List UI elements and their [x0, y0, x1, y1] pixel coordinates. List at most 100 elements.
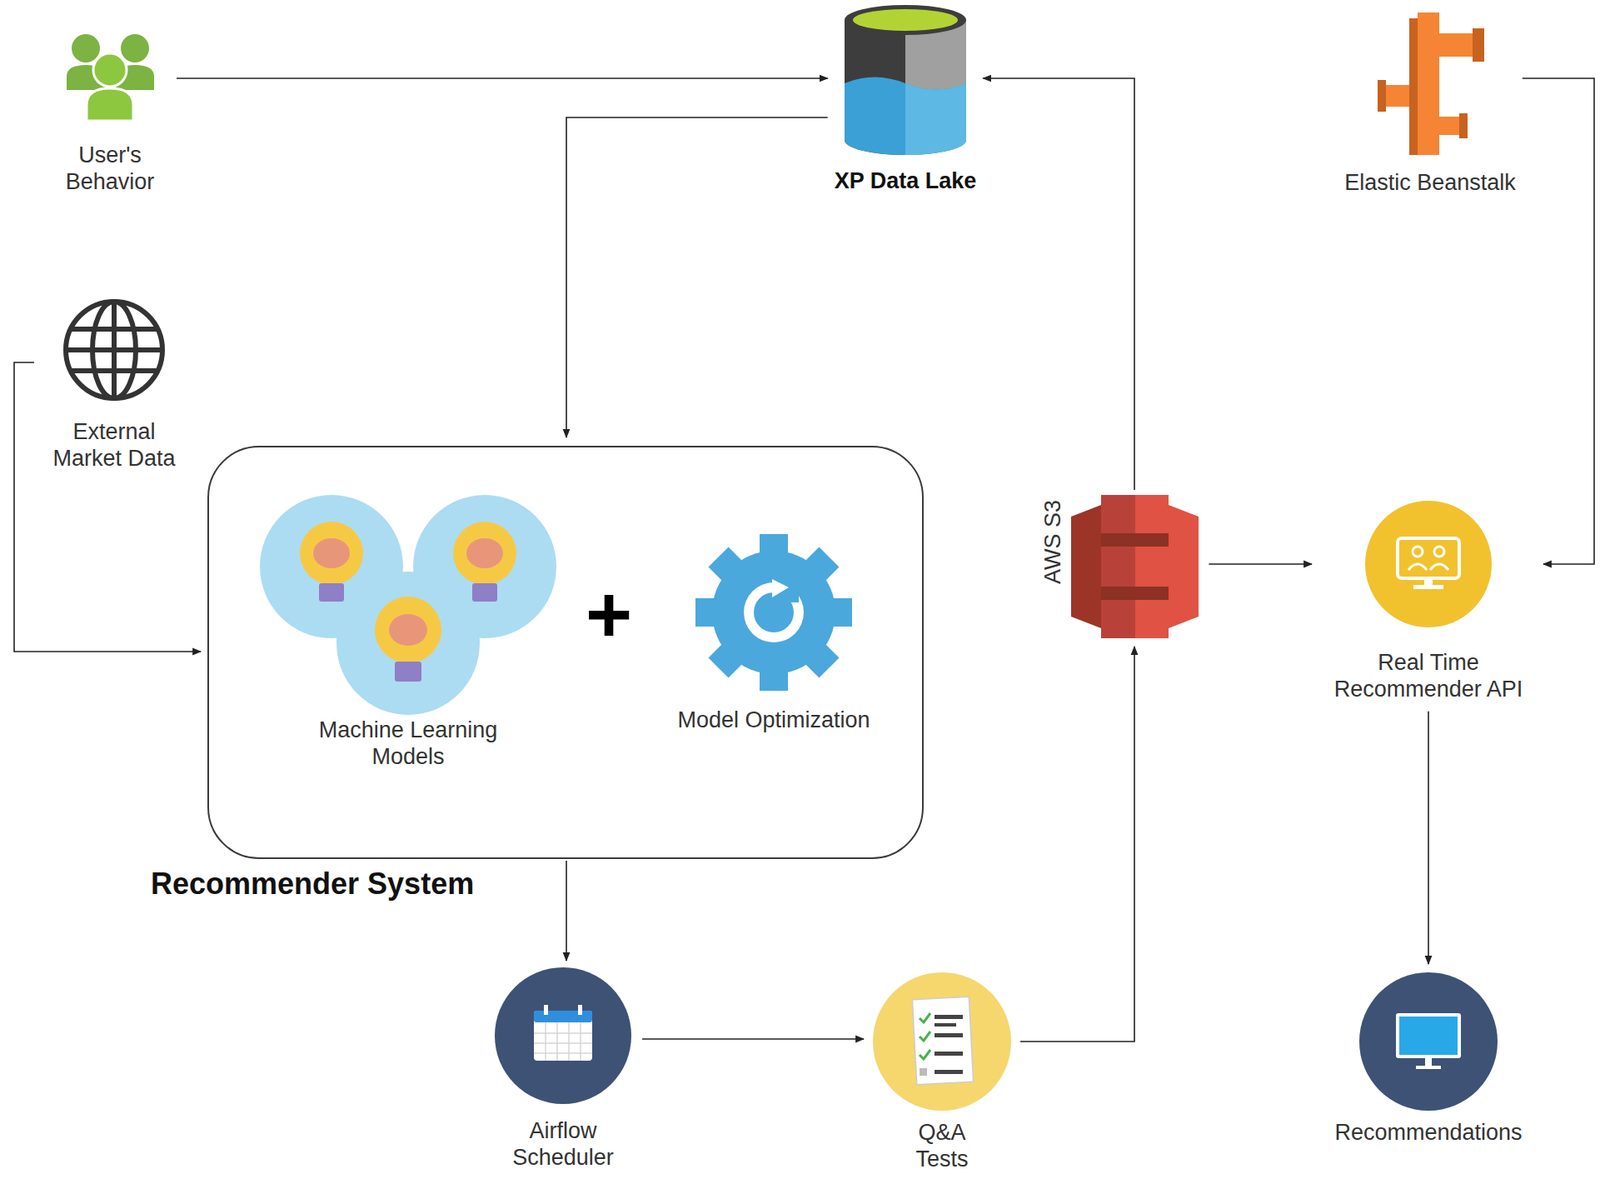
checklist-icon — [919, 1031, 931, 1041]
icon-slot — [1358, 971, 1499, 1119]
api-icon — [1365, 500, 1492, 628]
monitor-icon — [1359, 971, 1498, 1111]
checklist-icon — [934, 1014, 963, 1019]
people-icon — [86, 88, 134, 121]
monitor-icon — [1415, 1065, 1441, 1069]
bulbs-illustration — [472, 583, 498, 602]
connector-arrow — [642, 1037, 864, 1040]
s3-icon — [1071, 494, 1199, 639]
calendar-icon — [494, 966, 632, 1104]
checklist-icon — [934, 1069, 963, 1074]
source-node: User's Behavior — [51, 20, 169, 196]
data-lake-node: XP Data Lake — [834, 4, 977, 195]
connector-arrow — [566, 117, 828, 438]
calendar-icon — [494, 966, 632, 1104]
api-icon — [1424, 578, 1433, 586]
node-label: Machine Learning Models — [304, 716, 513, 771]
api-icon — [1408, 563, 1449, 570]
api-icon — [1397, 538, 1460, 579]
globe-icon — [65, 301, 163, 399]
node-label: Real Time Recommender API — [1320, 648, 1537, 703]
node-label: External Market Data — [39, 418, 190, 473]
bulbs-illustration — [299, 521, 364, 602]
s3-icon — [1071, 504, 1102, 629]
connector-arrow — [14, 362, 201, 652]
node-label: Model Optimization — [677, 706, 870, 733]
api-icon — [1434, 546, 1445, 557]
bulbs-illustration — [374, 596, 442, 663]
icon-slot — [1071, 494, 1199, 639]
monitor-icon — [1399, 1016, 1458, 1055]
gear-icon — [712, 550, 836, 674]
checklist-icon — [934, 1022, 957, 1027]
globe-icon — [65, 347, 163, 353]
people-icon — [93, 53, 127, 87]
gear-icon — [695, 533, 853, 691]
checklist-icon — [919, 1012, 931, 1022]
globe-icon — [70, 326, 158, 332]
calendar-icon — [533, 1010, 593, 1061]
calendar-icon — [533, 1010, 593, 1022]
data-lake-cylinder — [844, 4, 967, 35]
checklist-icon — [919, 1049, 931, 1059]
monitor-icon — [1359, 971, 1498, 1111]
people-icon — [71, 34, 100, 63]
bulbs-illustration — [319, 583, 344, 602]
people-icon — [66, 34, 155, 121]
data-lake-cylinder — [905, 83, 967, 155]
data-lake-cylinder — [905, 19, 967, 155]
service-node: Elastic Beanstalk — [1344, 12, 1516, 196]
beanstalk-icon — [1417, 12, 1440, 155]
icon-slot — [1364, 500, 1493, 649]
icon-slot — [694, 533, 853, 707]
optimization-node: Model Optimization — [677, 533, 870, 733]
calendar-icon — [533, 1021, 593, 1061]
icon-slot — [872, 971, 1012, 1119]
system-group: Recommender SystemMachine Learning Model… — [207, 445, 924, 859]
source-node: External Market Data — [39, 299, 190, 473]
node-label: Q&A Tests — [900, 1118, 984, 1173]
bulbs-illustration — [394, 661, 422, 682]
connector-arrow — [1208, 563, 1312, 565]
people-icon — [120, 34, 150, 63]
globe-icon — [70, 368, 158, 374]
data-lake-cylinder — [844, 77, 967, 156]
beanstalk-icon — [1377, 12, 1485, 155]
api-icon — [1413, 584, 1444, 589]
node-label: Recommendations — [1334, 1118, 1522, 1146]
connector-arrow — [1020, 646, 1135, 1042]
bulbs-illustration — [336, 571, 480, 715]
checklist-icon — [934, 1051, 963, 1056]
bulbs-illustration — [299, 521, 364, 585]
gear-icon — [772, 578, 789, 598]
beanstalk-icon — [1459, 113, 1468, 139]
bulbs-illustration — [388, 613, 428, 646]
api-icon — [1412, 546, 1423, 557]
connector-arrow — [1427, 711, 1430, 964]
node-label: Airflow Scheduler — [496, 1116, 630, 1172]
beanstalk-icon — [1377, 79, 1386, 112]
calendar-icon — [543, 1004, 549, 1015]
s3-icon — [1101, 533, 1169, 547]
bulbs-illustration — [259, 494, 557, 715]
plus-sign: + — [585, 574, 633, 655]
data-lake-cylinder — [844, 4, 967, 155]
icon-slot — [62, 299, 166, 419]
bulbs-illustration — [466, 538, 504, 569]
connector-arrow — [1522, 78, 1595, 564]
checklist-icon — [912, 996, 973, 1084]
beanstalk-icon — [1409, 18, 1418, 155]
bulbs-illustration — [453, 521, 517, 602]
node-label: AWS S3 — [1039, 499, 1067, 584]
monitor-icon — [1425, 1057, 1432, 1067]
s3-icon — [1135, 494, 1169, 639]
icon-slot — [493, 966, 633, 1117]
checklist-icon — [872, 971, 1012, 1111]
checklist-icon — [919, 1067, 928, 1076]
connector-arrow — [176, 77, 828, 80]
checklist-icon — [872, 971, 1012, 1111]
model-node: Machine Learning Models — [259, 494, 557, 771]
monitor-icon — [1395, 1012, 1461, 1058]
api-node: Real Time Recommender API — [1320, 500, 1537, 703]
